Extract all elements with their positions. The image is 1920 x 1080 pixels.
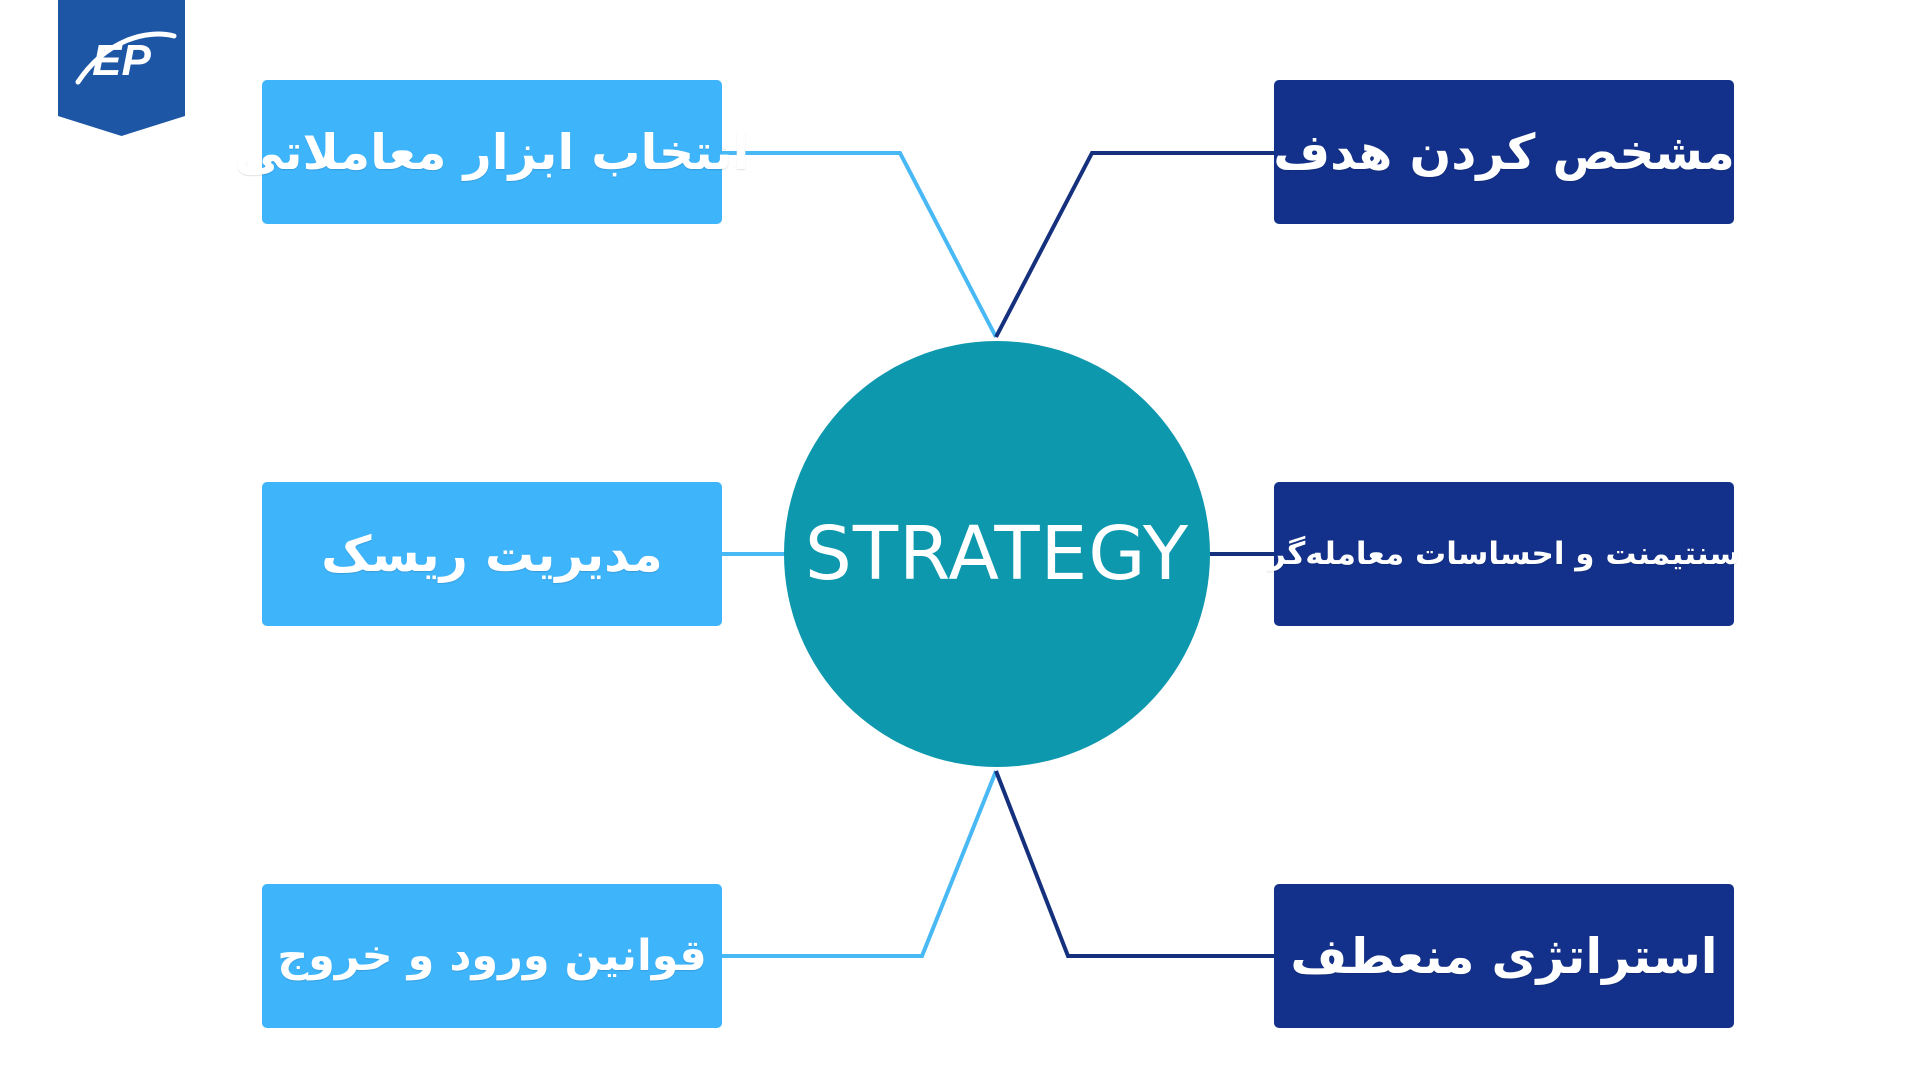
connector-top-left bbox=[720, 151, 998, 338]
strategy-hub-label: STRATEGY bbox=[804, 511, 1190, 597]
node-trading-instruments: انتخاب ابزار معاملاتی bbox=[235, 80, 749, 224]
node-risk-management-label: مدیریت ریسک bbox=[321, 525, 663, 583]
logo-text: EP bbox=[92, 36, 151, 85]
node-flexible-strategy: استراتژی منعطف bbox=[1274, 884, 1734, 1028]
strategy-hub: STRATEGY bbox=[784, 341, 1210, 767]
logo-swoosh-icon bbox=[75, 31, 177, 85]
node-flexible-strategy-label: استراتژی منعطف bbox=[1290, 927, 1718, 985]
connector-bottom-right bbox=[994, 770, 1274, 958]
node-entry-exit-rules-label: قوانین ورود و خروج bbox=[277, 931, 707, 981]
node-goal-setting: مشخص کردن هدف bbox=[1273, 80, 1735, 224]
node-risk-management: مدیریت ریسک bbox=[262, 482, 722, 626]
node-trading-instruments-label: انتخاب ابزار معاملاتی bbox=[234, 123, 750, 181]
node-trader-sentiment-label: سنتیمنت و احساسات معامله‌گر bbox=[1267, 536, 1741, 572]
node-entry-exit-rules: قوانین ورود و خروج bbox=[262, 884, 722, 1028]
node-trader-sentiment: سنتیمنت و احساسات معامله‌گر bbox=[1268, 482, 1740, 626]
connector-bottom-left bbox=[720, 770, 998, 958]
brand-logo: EP bbox=[58, 0, 185, 136]
connector-top-right bbox=[994, 151, 1274, 338]
node-goal-setting-label: مشخص کردن هدف bbox=[1273, 123, 1735, 181]
